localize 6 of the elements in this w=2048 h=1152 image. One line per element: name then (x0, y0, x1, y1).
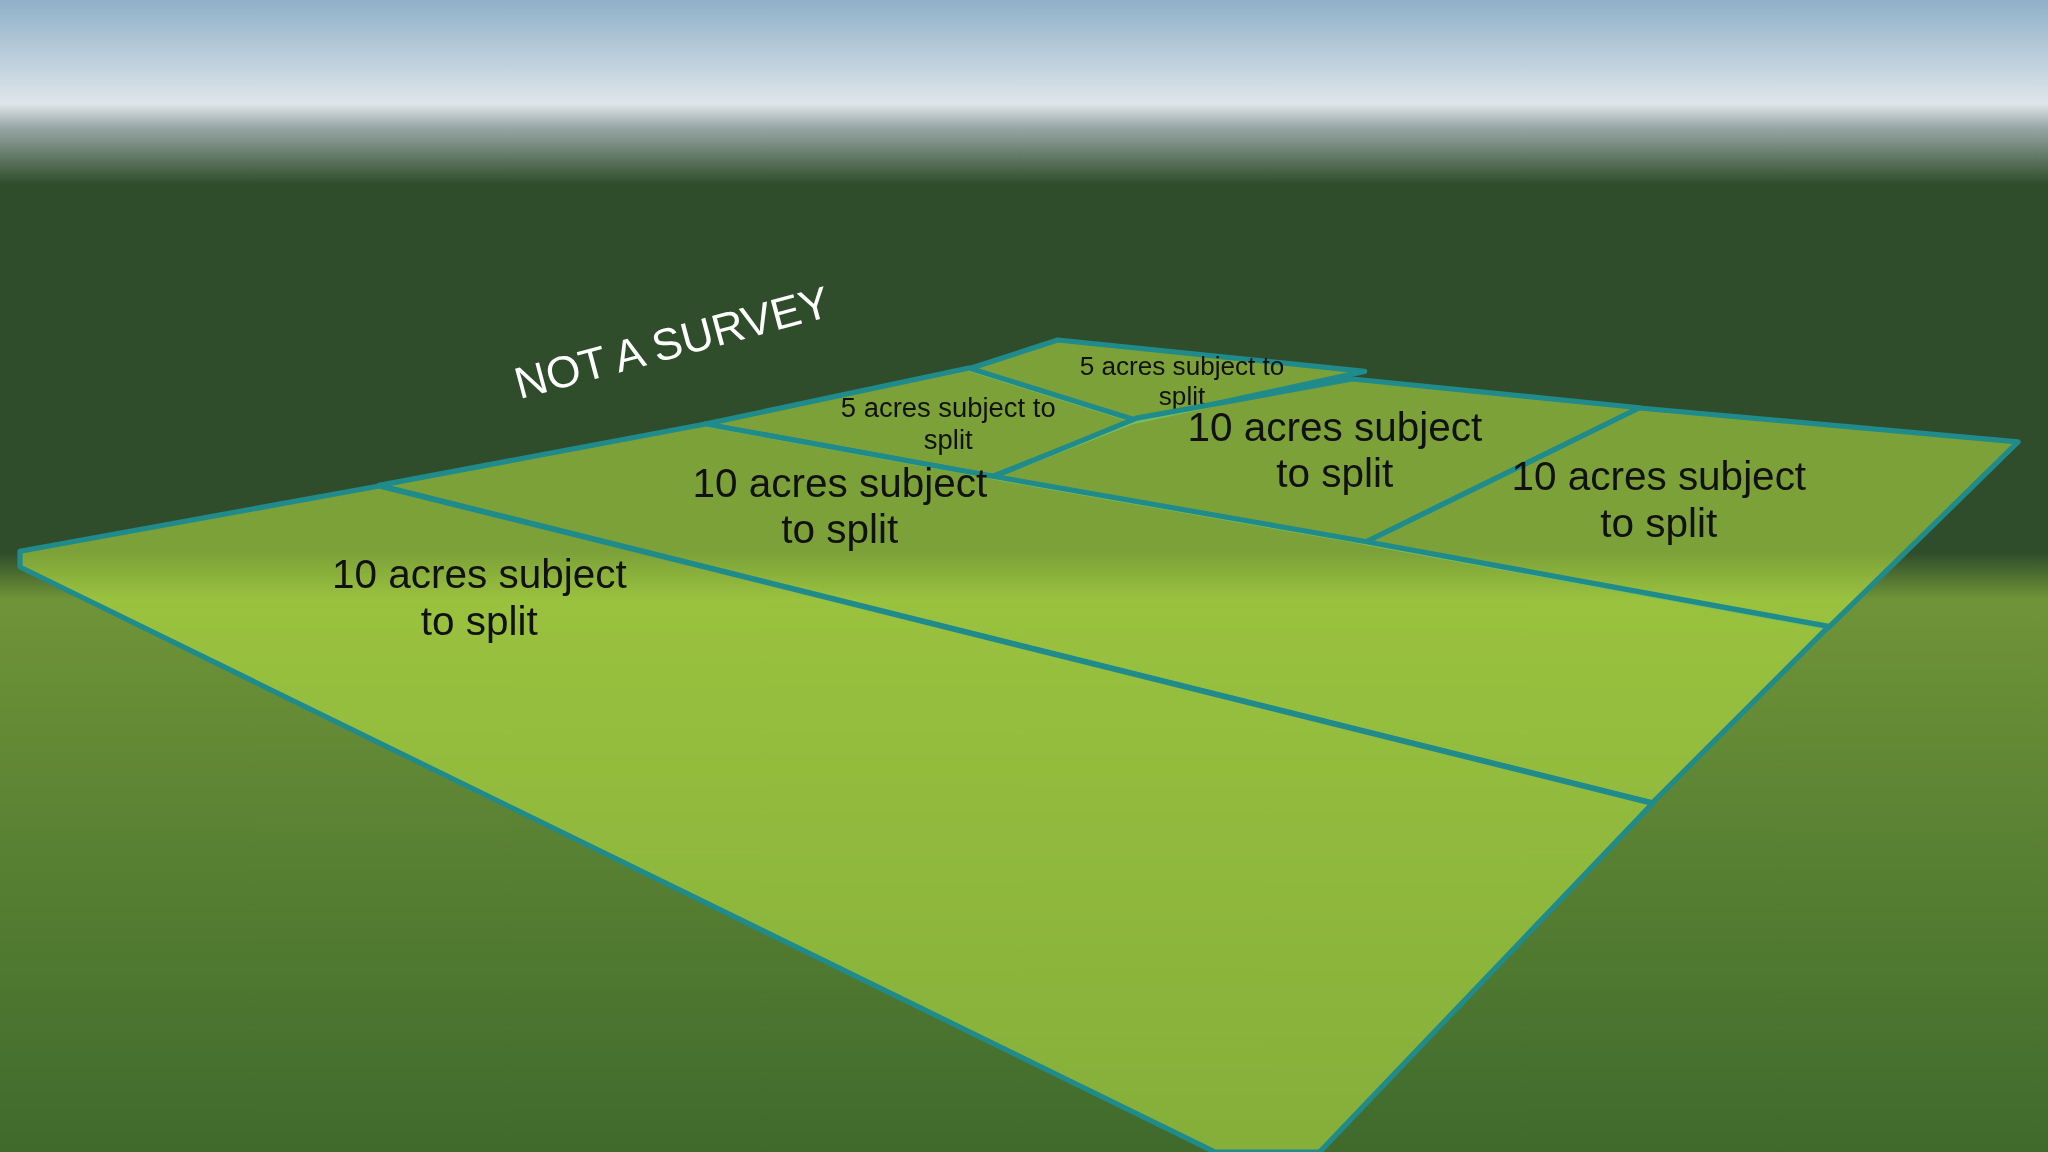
parcel-acreage-label: 10 acres subject to split (1187, 404, 1484, 498)
disclaimer-label: NOT A SURVEY (509, 277, 836, 410)
parcel-acreage-label: 10 acres subject to split (331, 551, 628, 645)
parcel-acreage-label: 5 acres subject to split (839, 392, 1057, 456)
parcel-acreage-label: 10 acres subject to split (1510, 453, 1808, 547)
parcel-acreage-label: 10 acres subject to split (691, 460, 989, 554)
